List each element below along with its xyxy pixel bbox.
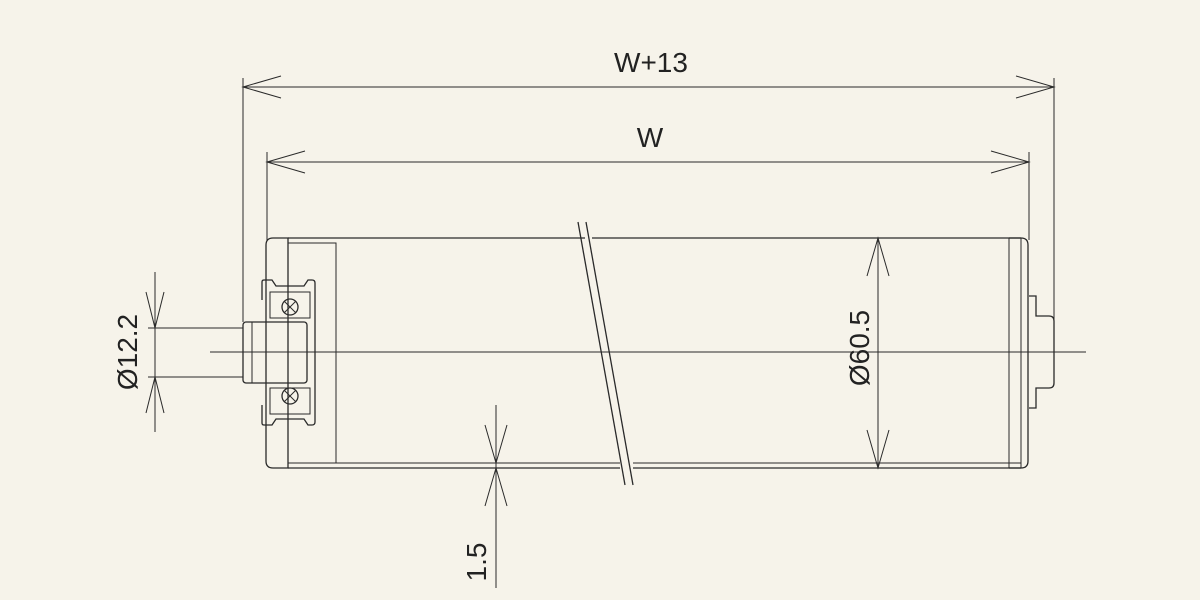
break-lines (577, 221, 634, 486)
overall-width-label: W+13 (614, 47, 688, 78)
tube-width-dimension: W (265, 122, 1031, 240)
tube-width-label: W (637, 122, 664, 153)
overall-width-dimension: W+13 (241, 47, 1056, 322)
shaft-diameter-dimension: Ø12.2 (112, 272, 243, 432)
tube-diameter-dimension: Ø60.5 (844, 236, 890, 470)
wall-thickness-label: 1.5 (461, 543, 492, 582)
roller-tube (265, 237, 1029, 469)
tube-diameter-label: Ø60.5 (844, 310, 875, 386)
shaft-diameter-label: Ø12.2 (112, 314, 143, 390)
wall-thickness-dimension: 1.5 (461, 405, 508, 588)
